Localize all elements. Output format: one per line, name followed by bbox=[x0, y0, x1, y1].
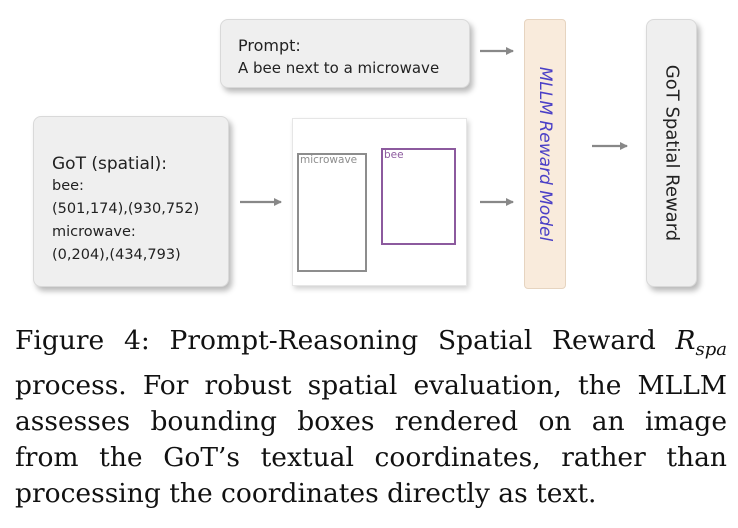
bee-bounding-box: bee bbox=[381, 148, 456, 245]
microwave-bounding-box: microwave bbox=[297, 153, 367, 272]
caption-line-5: processing the coordinates directly as t… bbox=[15, 478, 597, 509]
caption-line-3: assesses bounding boxes rendered on an i… bbox=[15, 406, 727, 437]
got-spatial-box: GoT (spatial): bee: (501,174),(930,752) … bbox=[33, 116, 229, 287]
prompt-label: Prompt: bbox=[238, 36, 301, 55]
got-line-bee-label: bee: bbox=[52, 178, 84, 194]
caption-math-subscript: spa bbox=[695, 339, 728, 360]
bee-bbox-label: bee bbox=[384, 149, 404, 161]
microwave-bbox-label: microwave bbox=[300, 154, 358, 166]
got-line-bee-coords: (501,174),(930,752) bbox=[52, 201, 200, 217]
caption-line-1-text: Figure 4: Prompt-Reasoning Spatial Rewar… bbox=[15, 325, 676, 356]
got-line-microwave-coords: (0,204),(434,793) bbox=[52, 247, 181, 263]
rendered-bbox-image: microwave bee bbox=[292, 118, 467, 286]
figure-caption: Figure 4: Prompt-Reasoning Spatial Rewar… bbox=[15, 323, 727, 512]
got-line-microwave-label: microwave: bbox=[52, 224, 136, 240]
arrows-layer bbox=[240, 47, 628, 206]
caption-line-2: process. For robust spatial evaluation, … bbox=[15, 370, 727, 401]
got-spatial-reward-box: GoT Spatial Reward bbox=[646, 19, 697, 287]
caption-line-4: from the GoT’s textual coordinates, rath… bbox=[15, 442, 727, 473]
caption-line-1: Figure 4: Prompt-Reasoning Spatial Rewar… bbox=[15, 323, 727, 368]
got-title: GoT (spatial): bbox=[52, 154, 167, 174]
prompt-box: Prompt: A bee next to a microwave bbox=[220, 19, 470, 88]
caption-math-r: R bbox=[675, 325, 696, 356]
mllm-reward-model-box: MLLM Reward Model bbox=[524, 19, 566, 289]
prompt-text: A bee next to a microwave bbox=[238, 59, 440, 77]
